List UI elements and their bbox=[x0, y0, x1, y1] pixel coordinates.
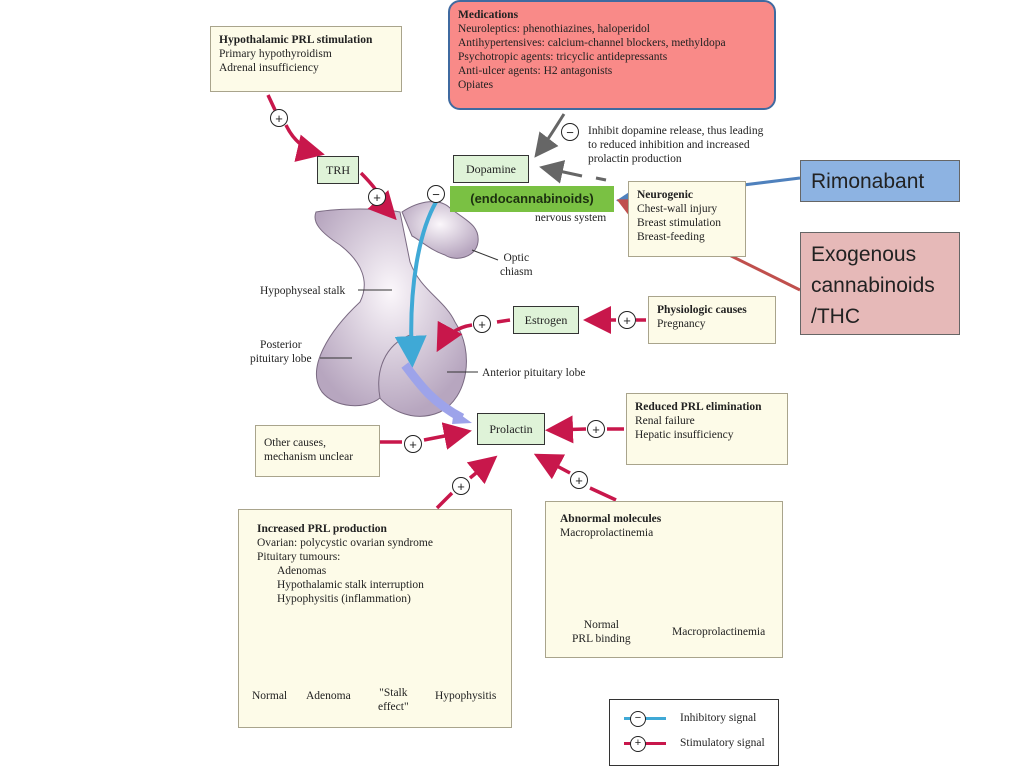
neurogenic-title: Neurogenic bbox=[637, 189, 694, 201]
hypothalamic-box: Hypothalamic PRL stimulation Primary hyp… bbox=[210, 26, 402, 92]
plus-icon: + bbox=[587, 420, 605, 438]
medications-line-1: Neuroleptics: phenothiazines, haloperido… bbox=[458, 23, 650, 35]
plus-icon: + bbox=[618, 311, 636, 329]
abnormal-molecules-box: Abnormal molecules Macroprolactinemia bbox=[545, 501, 783, 658]
medications-line-5: Opiates bbox=[458, 79, 494, 91]
gland-normal-label: Normal bbox=[252, 690, 288, 702]
inhibit-note: Inhibit dopamine release, thus leading t… bbox=[588, 125, 764, 165]
minus-icon: − bbox=[427, 185, 445, 203]
reduced-elimination-box: Reduced PRL elimination Renal failure He… bbox=[626, 393, 788, 465]
plus-icon: + bbox=[452, 477, 470, 495]
normal-binding-label: Normal PRL binding bbox=[572, 619, 631, 645]
hypothalamic-title: Hypothalamic PRL stimulation bbox=[219, 34, 373, 46]
physiologic-box: Physiologic causes Pregnancy bbox=[648, 296, 776, 344]
increased-production-box: Increased PRL production Ovarian: polycy… bbox=[238, 509, 512, 728]
plus-icon: + bbox=[473, 315, 491, 333]
medications-box: Medications Neuroleptics: phenothiazines… bbox=[448, 0, 776, 110]
plus-icon: + bbox=[270, 109, 288, 127]
hypothalamic-line-1: Primary hypothyroidism bbox=[219, 48, 332, 60]
inhibitory-signal-icon: − bbox=[624, 711, 668, 727]
exogenous-cannabinoids-box: Exogenous cannabinoids /THC bbox=[800, 232, 960, 335]
estrogen-node: Estrogen bbox=[513, 306, 579, 334]
rimonabant-box: Rimonabant bbox=[800, 160, 960, 202]
trh-node: TRH bbox=[317, 156, 359, 184]
anterior-lobe-label: Anterior pituitary lobe bbox=[482, 367, 586, 379]
other-causes-box: Other causes, mechanism unclear bbox=[255, 425, 380, 477]
plus-icon: + bbox=[570, 471, 588, 489]
legend-stimulatory: + Stimulatory signal bbox=[624, 736, 765, 752]
stimulatory-signal-icon: + bbox=[624, 736, 668, 752]
gland-adenoma-label: Adenoma bbox=[306, 690, 351, 702]
legend: − Inhibitory signal + Stimulatory signal bbox=[609, 699, 779, 766]
medications-title: Medications bbox=[458, 9, 519, 21]
nervous-system-label: nervous system bbox=[535, 212, 607, 224]
hypophyseal-stalk-label: Hypophyseal stalk bbox=[260, 285, 346, 297]
gland-hypophysitis-label: Hypophysitis bbox=[435, 690, 497, 702]
posterior-lobe-label: Posterior pituitary lobe bbox=[250, 339, 312, 365]
legend-inhibitory: − Inhibitory signal bbox=[624, 711, 756, 727]
hypothalamic-line-2: Adrenal insufficiency bbox=[219, 62, 319, 74]
neurogenic-box: Neurogenic Chest-wall injury Breast stim… bbox=[628, 181, 746, 257]
pituitary-gland bbox=[314, 201, 479, 417]
medications-line-4: Anti-ulcer agents: H2 antagonists bbox=[458, 65, 613, 77]
gland-stalk-label: "Stalk effect" bbox=[378, 687, 409, 713]
macroprolactinemia-label: Macroprolactinemia bbox=[672, 626, 766, 638]
dopamine-node: Dopamine bbox=[453, 155, 529, 183]
endocannabinoids-label: (endocannabinoids) bbox=[450, 186, 614, 212]
medications-line-2: Antihypertensives: calcium-channel block… bbox=[458, 37, 726, 49]
medications-line-3: Psychotropic agents: tricyclic antidepre… bbox=[458, 51, 668, 63]
plus-icon: + bbox=[368, 188, 386, 206]
optic-chiasm-label: Optic chiasm bbox=[500, 252, 533, 278]
prolactin-node: Prolactin bbox=[477, 413, 545, 445]
minus-icon: − bbox=[561, 123, 579, 141]
plus-icon: + bbox=[404, 435, 422, 453]
